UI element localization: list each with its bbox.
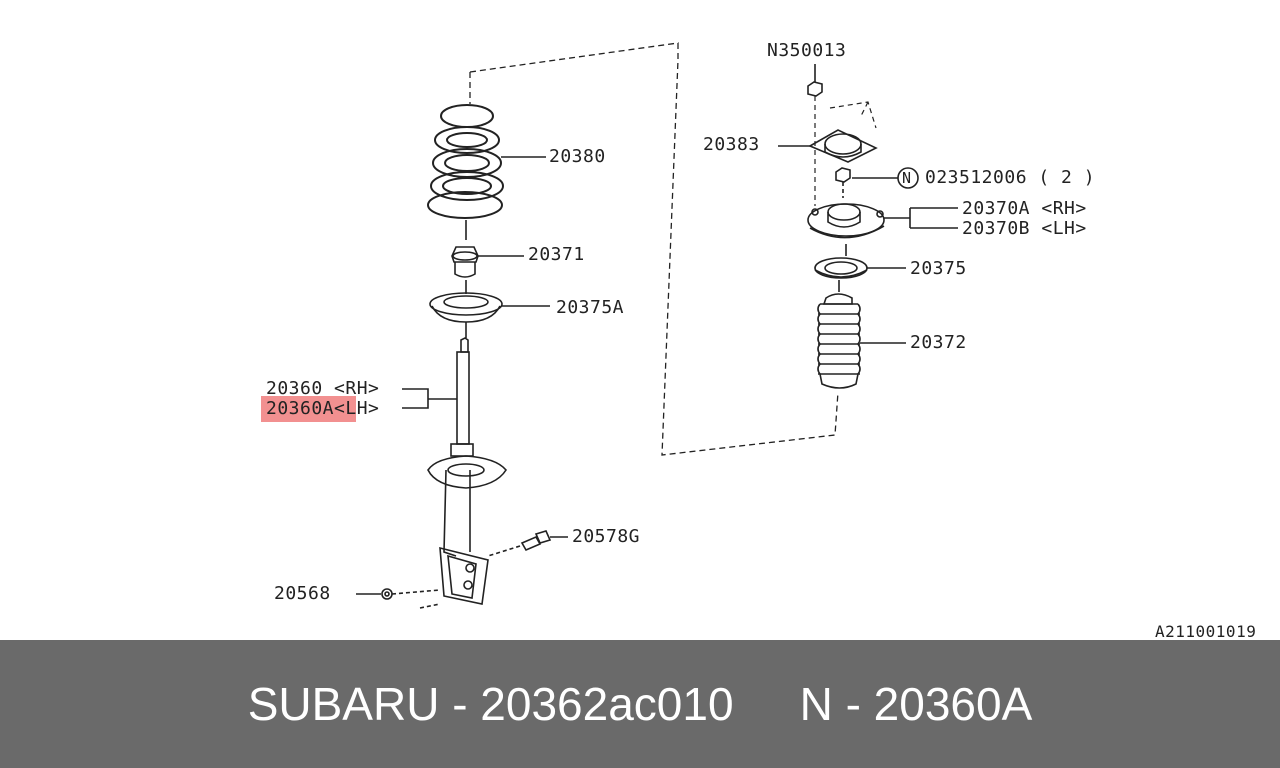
circled-n-label: N <box>902 169 912 187</box>
part-label-20370a-rh: 20370A <RH> <box>962 198 1087 219</box>
part-label-20578g: 20578G <box>572 526 641 547</box>
spring-seat-rubber <box>429 292 503 323</box>
top-nut <box>807 81 823 97</box>
part-label-20372: 20372 <box>910 332 967 353</box>
bolt <box>520 530 552 552</box>
upper-spring-seat <box>814 257 868 279</box>
part-label-20568: 20568 <box>274 583 331 604</box>
part-label-20370b-lh: 20370B <LH> <box>962 218 1087 239</box>
nut <box>381 588 393 600</box>
strut-assembly <box>427 337 507 605</box>
part-label-20360-rh: 20360 <RH> <box>266 378 380 399</box>
strut-mount <box>807 203 885 239</box>
part-label-20383: 20383 <box>703 134 760 155</box>
part-label-20371: 20371 <box>528 244 585 265</box>
footer-banner: SUBARU - 20362ac010 N - 20360A <box>0 640 1280 768</box>
part-label-n350013: N350013 <box>767 40 847 61</box>
mount-nut <box>835 167 851 183</box>
parts-diagram: 20380 20371 20375A 20360 <RH> 20360A<LH>… <box>261 40 1257 641</box>
strut-cap <box>808 129 878 163</box>
reference-part-number: N - 20360A <box>799 678 1033 730</box>
circled-n-icon <box>897 167 919 189</box>
part-label-20380: 20380 <box>549 146 606 167</box>
part-label-20375: 20375 <box>910 258 967 279</box>
part-label-20375a: 20375A <box>556 297 625 318</box>
exploded-view-drawing <box>356 42 958 609</box>
dashed-guide <box>469 42 839 456</box>
part-label-20360a-lh[interactable]: 20360A<LH> <box>266 398 380 419</box>
highlight-marker <box>261 396 356 422</box>
coil-spring <box>427 104 504 219</box>
bump-stopper <box>451 246 479 278</box>
dust-boot <box>817 293 861 389</box>
diagram-code: A211001019 <box>1155 622 1257 641</box>
part-label-023512006: 023512006 ( 2 ) <box>925 167 1096 188</box>
brand-part-number: SUBARU - 20362ac010 <box>247 678 734 730</box>
